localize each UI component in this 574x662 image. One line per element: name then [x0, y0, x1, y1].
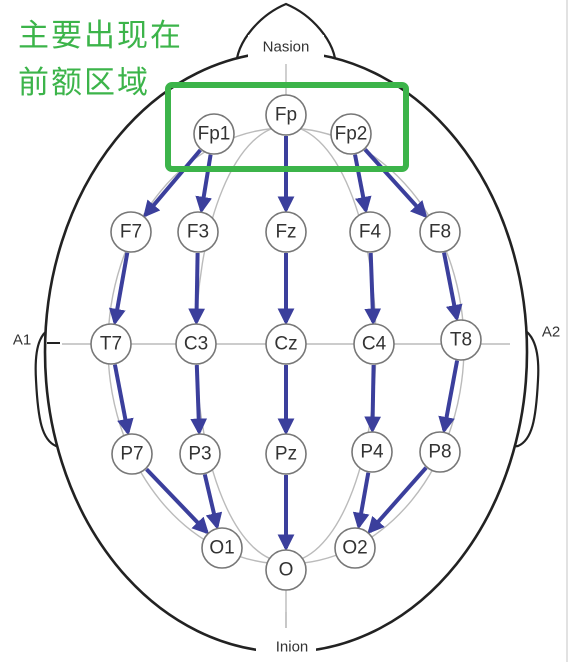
electrode-p7: P7	[111, 433, 153, 475]
svg-text:F4: F4	[359, 222, 382, 243]
svg-text:Fp: Fp	[275, 105, 297, 126]
arrow-fp1-to-f7	[143, 148, 202, 218]
arrows-layer	[108, 136, 463, 552]
inion-label: Inion	[276, 639, 309, 656]
arrow-f8-to-t8	[442, 252, 463, 322]
svg-text:Cz: Cz	[274, 334, 297, 355]
arrow-f4-to-c4	[364, 252, 382, 326]
svg-text:F7: F7	[120, 222, 142, 243]
svg-text:P4: P4	[360, 442, 384, 463]
nasion-label: Nasion	[263, 39, 310, 56]
svg-text:O2: O2	[342, 538, 367, 559]
electrode-p3: P3	[179, 433, 221, 475]
electrode-t7: T7	[90, 323, 132, 365]
electrode-c3: C3	[175, 323, 217, 365]
electrode-f7: F7	[110, 211, 152, 253]
svg-text:C3: C3	[184, 334, 208, 355]
arrow-c3-to-p3	[190, 364, 208, 436]
svg-text:O1: O1	[209, 538, 234, 559]
arrow-c4-to-p4	[364, 364, 382, 434]
electrode-p8: P8	[419, 431, 461, 473]
electrode-t8: T8	[440, 319, 482, 361]
electrode-f3: F3	[177, 211, 219, 253]
electrode-f8: F8	[419, 211, 461, 253]
electrode-o1: O1	[201, 527, 243, 569]
electrode-pz: Pz	[265, 433, 307, 475]
arrow-p4-to-o2	[352, 472, 371, 530]
electrode-p4: P4	[351, 431, 393, 473]
svg-text:C4: C4	[362, 334, 387, 355]
electrode-c4: C4	[353, 323, 395, 365]
arrow-t7-to-p7	[112, 364, 134, 436]
svg-text:Fp2: Fp2	[335, 124, 368, 145]
right-ear-label: A2	[542, 324, 560, 341]
inion-label-bg	[256, 636, 316, 658]
arrow-p8-to-o2	[367, 466, 428, 535]
svg-text:F8: F8	[429, 222, 451, 243]
arrow-t8-to-p8	[438, 360, 460, 434]
electrode-fz: Fz	[265, 211, 307, 253]
arrow-p7-to-o1	[145, 467, 210, 535]
electrode-fp1: Fp1	[193, 113, 235, 155]
left-ear-label: A1	[13, 332, 31, 349]
arrow-f7-to-t7	[108, 252, 130, 326]
caption-line-1: 主要出现在	[18, 18, 183, 54]
svg-text:Pz: Pz	[275, 444, 297, 465]
arrow-fp2-to-f8	[363, 148, 428, 219]
electrode-fp: Fp	[265, 94, 307, 136]
arrow-f3-to-c3	[188, 252, 206, 326]
electrode-f4: F4	[349, 211, 391, 253]
arrow-fp2-to-f4	[353, 154, 372, 214]
svg-text:T7: T7	[100, 334, 122, 355]
svg-text:F3: F3	[187, 222, 209, 243]
caption-line-2: 前额区域	[18, 65, 150, 101]
electrode-cz: Cz	[265, 323, 307, 365]
arrow-fp1-to-f3	[195, 154, 213, 214]
svg-text:Fp1: Fp1	[198, 124, 231, 145]
svg-text:P3: P3	[188, 444, 211, 465]
frontal-highlight-box	[165, 82, 409, 172]
svg-text:O: O	[279, 560, 294, 581]
electrode-fp2: Fp2	[330, 113, 372, 155]
electrodes-layer: Fp Fp1 Fp2 F7 F3 Fz F4 F8 T7 C3 Cz C4 T8…	[90, 94, 482, 591]
nasion-label-bg	[248, 35, 324, 57]
arrow-p3-to-o1	[202, 473, 223, 530]
svg-text:Fz: Fz	[275, 222, 296, 243]
electrode-o2: O2	[334, 527, 376, 569]
svg-text:P7: P7	[120, 444, 143, 465]
svg-text:P8: P8	[428, 442, 451, 463]
svg-text:T8: T8	[450, 330, 472, 351]
electrode-o: O	[265, 549, 307, 591]
